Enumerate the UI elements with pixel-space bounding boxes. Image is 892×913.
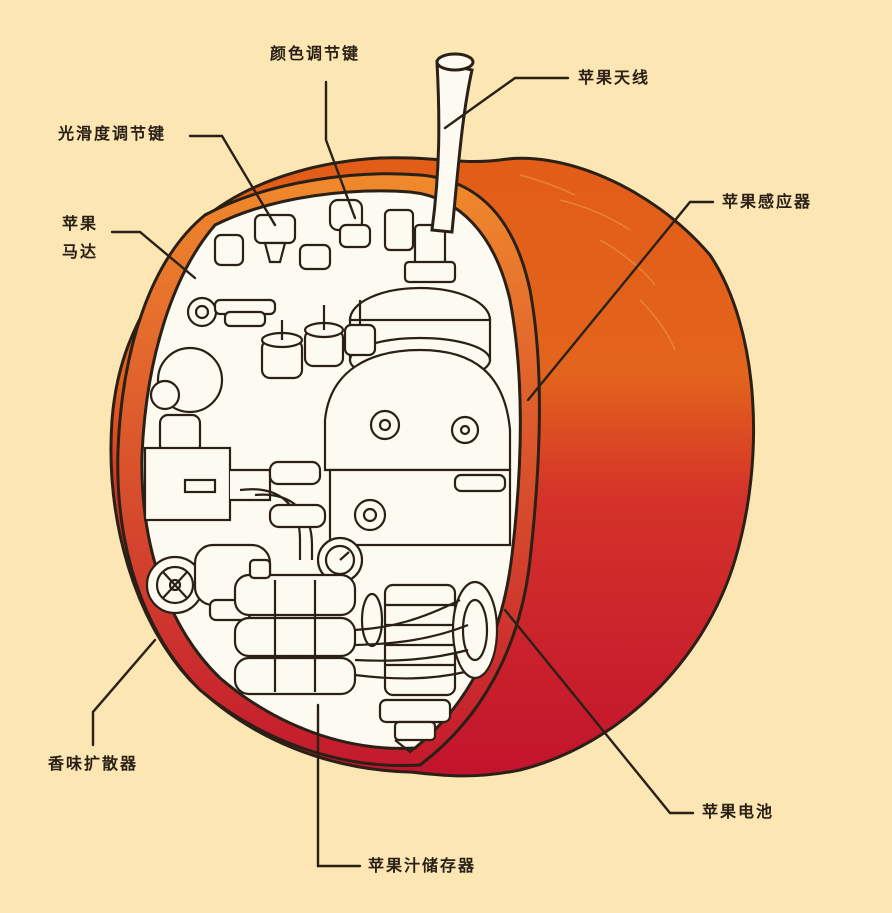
leader-sensor: [526, 200, 715, 402]
leader-color-key: [324, 80, 357, 220]
label-motor-line1: 苹果: [62, 214, 99, 233]
label-aroma-diffuser: 香味扩散器: [48, 754, 139, 773]
antenna-tip: [435, 52, 475, 72]
skin-texture: [229, 174, 676, 351]
machinery: [143, 198, 512, 754]
leader-juice: [316, 703, 362, 868]
label-antenna: 苹果天线: [578, 68, 651, 87]
leader-smoothness-key: [188, 134, 277, 227]
label-color-key: 颜色调节键: [270, 44, 361, 63]
leader-aroma: [91, 638, 157, 747]
label-battery: 苹果电池: [702, 802, 775, 821]
label-sensor: 苹果感应器: [722, 192, 813, 211]
leader-motor: [110, 230, 197, 280]
label-motor: 苹果 马达: [62, 210, 98, 266]
antenna-stem: [430, 60, 474, 234]
label-juice-storage: 苹果汁储存器: [368, 856, 477, 875]
leader-antenna: [443, 76, 570, 130]
label-smoothness-key: 光滑度调节键: [58, 124, 167, 143]
leader-battery: [503, 608, 695, 815]
leader-lines: [91, 76, 715, 868]
label-motor-line2: 马达: [62, 242, 99, 261]
